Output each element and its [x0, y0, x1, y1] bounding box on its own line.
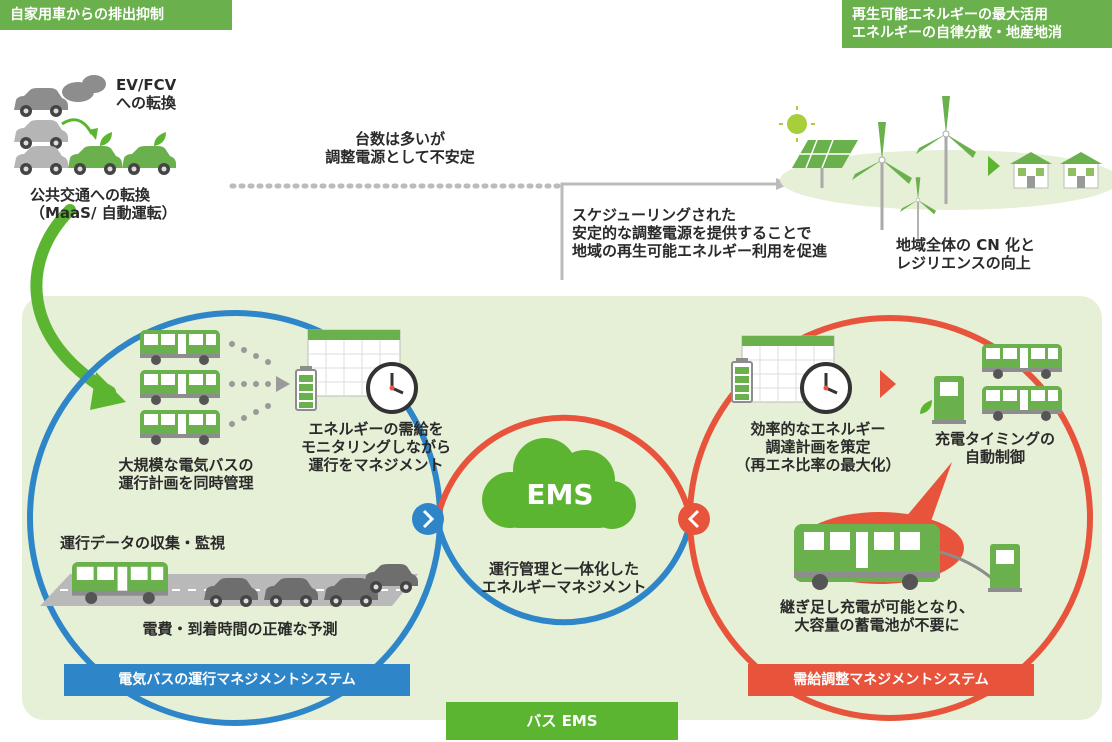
right-system-label: 需給調整マネジメントシステム: [793, 672, 989, 688]
header-right-line1: 再生可能エネルギーの最大活用: [852, 7, 1048, 23]
center-line2: エネルギーマネジメント: [481, 578, 647, 596]
ev-line1: EV/FCV: [116, 76, 177, 94]
center-text: 運行管理と一体化した エネルギーマネジメント: [464, 560, 664, 596]
many-line1: 台数は多いが: [354, 130, 445, 148]
topup-line2: 大容量の蓄電池が不要に: [794, 616, 960, 634]
topup-line1: 継ぎ足し充電が可能となり、: [780, 598, 974, 616]
scheduling-text: スケジューリングされた 安定的な調整電源を提供することで 地域の再生可能エネルギ…: [572, 206, 827, 260]
sched-line2: 安定的な調整電源を提供することで: [572, 224, 812, 242]
plan-line2: 調達計画を策定: [765, 438, 871, 456]
unstable-text: 台数は多いが 調整電源として不安定: [300, 130, 500, 166]
header-left: 自家用車からの排出抑制: [0, 0, 232, 30]
charge-line1: 充電タイミングの: [934, 430, 1055, 448]
energy-line3: 運行をマネジメント: [308, 456, 444, 474]
plan-text: 効率的なエネルギー 調達計画を策定 （再エネ比率の最大化）: [718, 420, 918, 474]
center-circle-bottom: [434, 519, 694, 626]
large-line2: 運行計画を同時管理: [118, 474, 254, 492]
ev-text: EV/FCV への転換: [116, 76, 176, 112]
left-system-tab: [64, 664, 410, 696]
collect-text: 運行データの収集・監視: [60, 534, 226, 552]
charge-timing-text: 充電タイミングの 自動制御: [920, 430, 1070, 466]
bus-ems-tab: [446, 702, 678, 740]
public-line2: （MaaS/ 自動運転）: [30, 204, 177, 222]
header-right: 再生可能エネルギーの最大活用 エネルギーの自律分散・地産地消: [842, 0, 1112, 48]
sched-line3: 地域の再生可能エネルギー利用を促進: [572, 242, 828, 260]
large-line1: 大規模な電気バスの: [118, 456, 254, 474]
plan-line1: 効率的なエネルギー: [750, 420, 886, 438]
charge-line2: 自動制御: [964, 448, 1025, 466]
public-transit-text: 公共交通への転換 （MaaS/ 自動運転）: [30, 186, 177, 222]
header-left-text: 自家用車からの排出抑制: [10, 7, 164, 23]
left-system-label: 電気バスの運行マネジメントシステム: [118, 672, 356, 688]
public-line1: 公共交通への転換: [30, 186, 151, 204]
center-circle-top: [434, 414, 694, 521]
plan-line3: （再エネ比率の最大化）: [735, 456, 901, 474]
bus-ems-label: バス EMS: [526, 712, 598, 730]
right-system-tab: [748, 664, 1034, 696]
cn-line2: レジリエンスの向上: [896, 254, 1031, 272]
ems-label: EMS: [526, 478, 594, 511]
cn-line1: 地域全体の CN 化と: [896, 236, 1036, 254]
ems-cloud: [482, 438, 636, 529]
header-right-line2: エネルギーの自律分散・地産地消: [852, 25, 1062, 41]
predict-text: 電費・到着時間の正確な予測: [142, 620, 338, 638]
large-bus-text: 大規模な電気バスの 運行計画を同時管理: [96, 456, 276, 492]
energy-line2: モニタリングしながら: [300, 438, 451, 456]
energy-line1: エネルギーの需給を: [308, 420, 444, 438]
many-line2: 調整電源として不安定: [325, 148, 475, 166]
transition-arrow: [30, 204, 116, 398]
sched-line1: スケジューリングされた: [572, 206, 736, 224]
center-line1: 運行管理と一体化した: [488, 560, 639, 578]
energy-monitor-text: エネルギーの需給を モニタリングしながら 運行をマネジメント: [276, 420, 476, 474]
topup-text: 継ぎ足し充電が可能となり、 大容量の蓄電池が不要に: [752, 598, 1002, 634]
cn-text: 地域全体の CN 化と レジリエンスの向上: [896, 236, 1035, 272]
ev-line2: への転換: [116, 94, 177, 112]
